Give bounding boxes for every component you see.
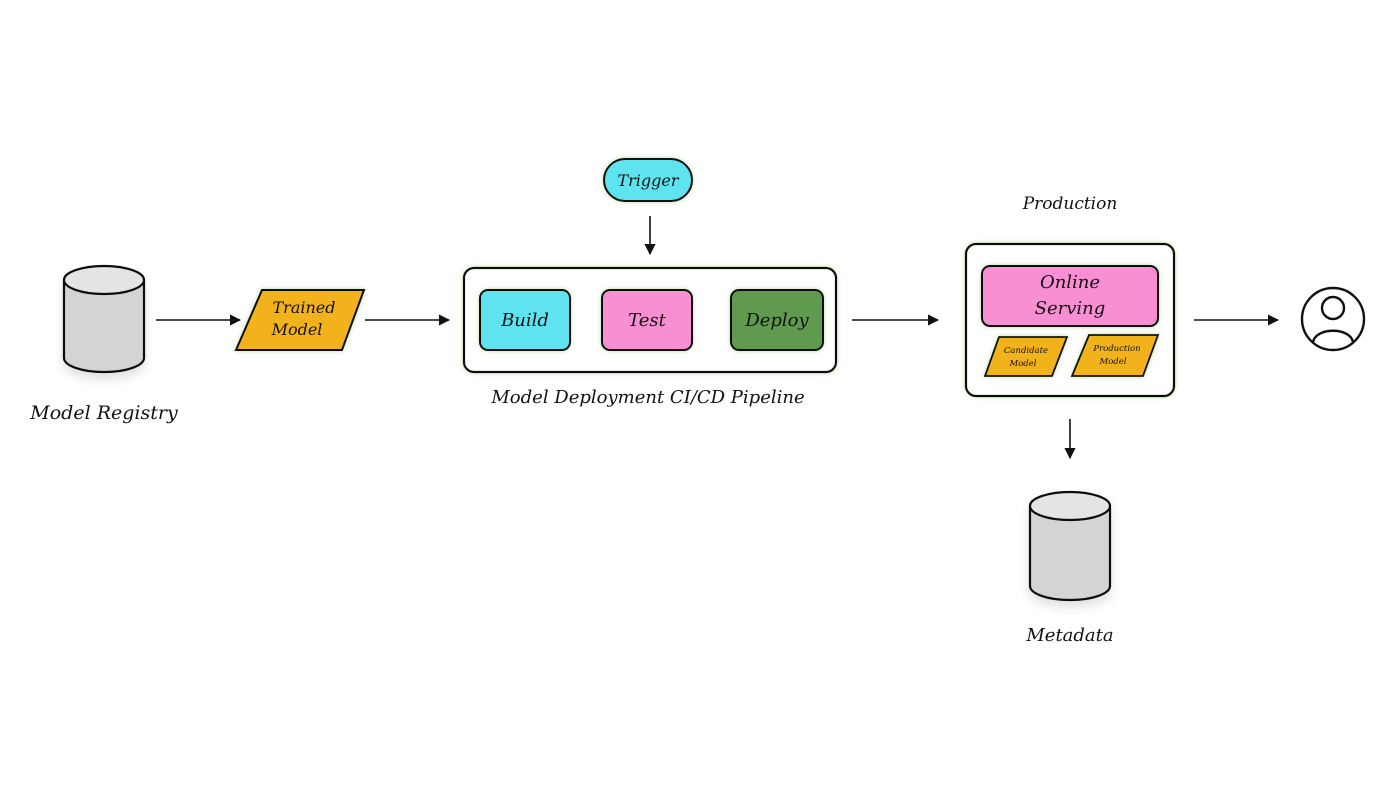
trained-model-line2: Model bbox=[271, 320, 323, 339]
pipeline-caption: Model Deployment CI/CD Pipeline bbox=[490, 387, 804, 408]
candidate-model-line2: Model bbox=[1008, 359, 1036, 369]
model-registry-cylinder bbox=[62, 264, 146, 374]
candidate-model-shape: Candidate Model bbox=[983, 336, 1069, 377]
build-label: Build bbox=[500, 310, 549, 331]
deploy-label: Deploy bbox=[744, 310, 809, 331]
metadata-label: Metadata bbox=[1025, 625, 1113, 646]
production-model-shape: Production Model bbox=[1070, 334, 1160, 377]
user-icon bbox=[1300, 286, 1366, 352]
trigger-label: Trigger bbox=[617, 171, 679, 190]
model-registry-label: Model Registry bbox=[29, 402, 178, 424]
production-model-line2: Model bbox=[1098, 357, 1126, 367]
trained-model-line1: Trained bbox=[273, 298, 336, 317]
pipeline-step-build: Build bbox=[479, 289, 571, 351]
online-serving-line1: Online bbox=[1040, 272, 1100, 293]
production-title: Production bbox=[1022, 194, 1118, 214]
pipeline-step-deploy: Deploy bbox=[730, 289, 824, 351]
production-model-line1: Production bbox=[1092, 344, 1140, 354]
metadata-cylinder bbox=[1028, 490, 1112, 602]
test-label: Test bbox=[628, 310, 666, 331]
trigger-node: Trigger bbox=[603, 158, 693, 202]
online-serving-box: Online Serving bbox=[981, 265, 1159, 327]
pipeline-step-test: Test bbox=[601, 289, 693, 351]
trained-model-shape: Trained Model bbox=[234, 289, 366, 351]
online-serving-line2: Serving bbox=[1035, 298, 1106, 319]
candidate-model-line1: Candidate bbox=[1004, 346, 1048, 356]
